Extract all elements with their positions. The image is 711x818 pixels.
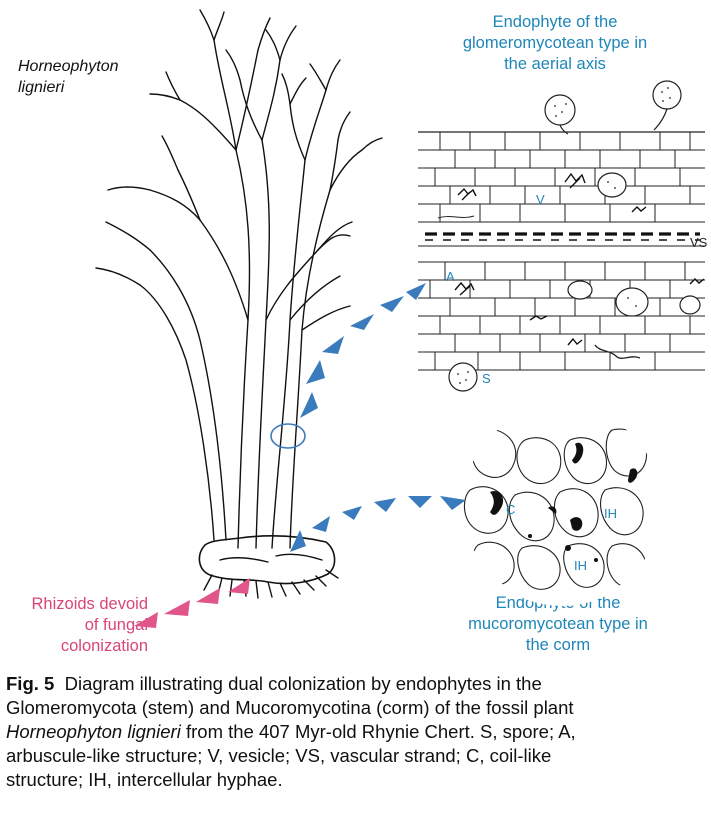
- caption-line-5: structure; IH, intercellular hyphae.: [6, 769, 283, 790]
- aerial-endophyte-label-line-3: the aerial axis: [504, 55, 606, 73]
- rhizoid-label-line-2: of fungal: [84, 616, 148, 634]
- caption-line-1: Fig. 5 Diagram illustrating dual coloniz…: [6, 672, 706, 696]
- caption-line-4: arbuscule-like structure; V, vesicle; VS…: [6, 745, 552, 766]
- species-label-line-1: Horneophyton: [18, 58, 119, 75]
- marker-a: A: [446, 269, 455, 284]
- arrow-to-corm: [290, 496, 466, 552]
- caption-line-3: Horneophyton lignieri from the 407 Myr-o…: [6, 721, 576, 742]
- marker-vs: VS: [690, 235, 708, 250]
- sample-site-ellipse: [270, 423, 306, 449]
- plant-illustration: [95, 9, 383, 599]
- vesicles: [567, 172, 701, 317]
- caption-line-2: Glomeromycota (stem) and Mucoromycotina …: [6, 697, 574, 718]
- arbuscules: [454, 172, 705, 346]
- rhizoid-label: Rhizoids devoid of fungal colonization: [0, 594, 148, 657]
- caption-line-1-text: Diagram illustrating dual colonization b…: [64, 673, 542, 694]
- figure-caption: Fig. 5 Diagram illustrating dual coloniz…: [6, 672, 706, 792]
- marker-ih-2: IH: [574, 558, 587, 573]
- corm-panel: [462, 405, 662, 605]
- cell-rows: [418, 131, 705, 371]
- aerial-endophyte-label-line-2: glomeromycotean type in: [462, 34, 648, 52]
- rhizoid-label-line-1: Rhizoids devoid: [31, 595, 148, 613]
- marker-v: V: [536, 192, 545, 207]
- caption-species-name: Horneophyton lignieri: [6, 721, 181, 742]
- marker-s: S: [482, 371, 491, 386]
- corm-endophyte-label-line-3: the corm: [525, 636, 591, 654]
- species-label: Horneophyton lignieri: [18, 56, 119, 98]
- aerial-spores: [448, 80, 682, 392]
- species-label-line-2: lignieri: [18, 79, 65, 96]
- arrow-to-rhizoids: [134, 578, 250, 628]
- aerial-axis-panel: [418, 131, 705, 371]
- rhizoid-label-line-3: colonization: [60, 637, 148, 655]
- caption-fig-number: Fig. 5: [6, 673, 55, 694]
- diagram-drawing: V VS A S: [95, 9, 708, 628]
- marker-c: C: [506, 502, 515, 517]
- coils: [490, 442, 638, 562]
- aerial-endophyte-label: Endophyte of the glomeromycotean type in…: [430, 12, 680, 75]
- aerial-endophyte-label-line-1: Endophyte of the: [492, 13, 618, 31]
- arrow-to-aerial: [300, 283, 426, 418]
- corm-endophyte-label-line-2: mucoromycotean type in: [468, 615, 648, 633]
- marker-ih-1: IH: [604, 506, 617, 521]
